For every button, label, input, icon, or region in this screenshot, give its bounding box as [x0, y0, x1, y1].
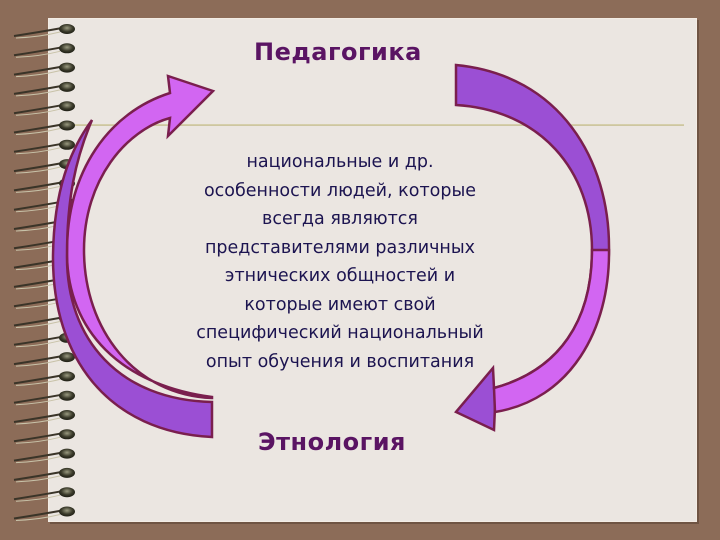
top-label: Педагогика: [254, 38, 422, 66]
description-line: национальные и др.: [246, 152, 434, 172]
description-line: представителями различных: [204, 237, 476, 258]
bottom-label: Этнология: [258, 428, 406, 456]
description-line: специфический национальный: [196, 323, 484, 343]
description-line: которые имеют свой: [244, 294, 436, 315]
description-line: всегда являются: [262, 209, 418, 229]
left-arc-arrow-icon: [65, 74, 216, 400]
horizontal-rule: [68, 124, 684, 126]
description-line: этнических общностей и: [224, 266, 456, 286]
right-arc-lower-icon: [492, 248, 611, 414]
center-description: национальные и др. особенности людей, ко…: [170, 148, 510, 376]
left-arc-tail-icon: [51, 119, 214, 439]
description-line: особенности людей, которые: [203, 180, 477, 201]
description-line: опыт обучения и воспитания: [205, 351, 475, 372]
